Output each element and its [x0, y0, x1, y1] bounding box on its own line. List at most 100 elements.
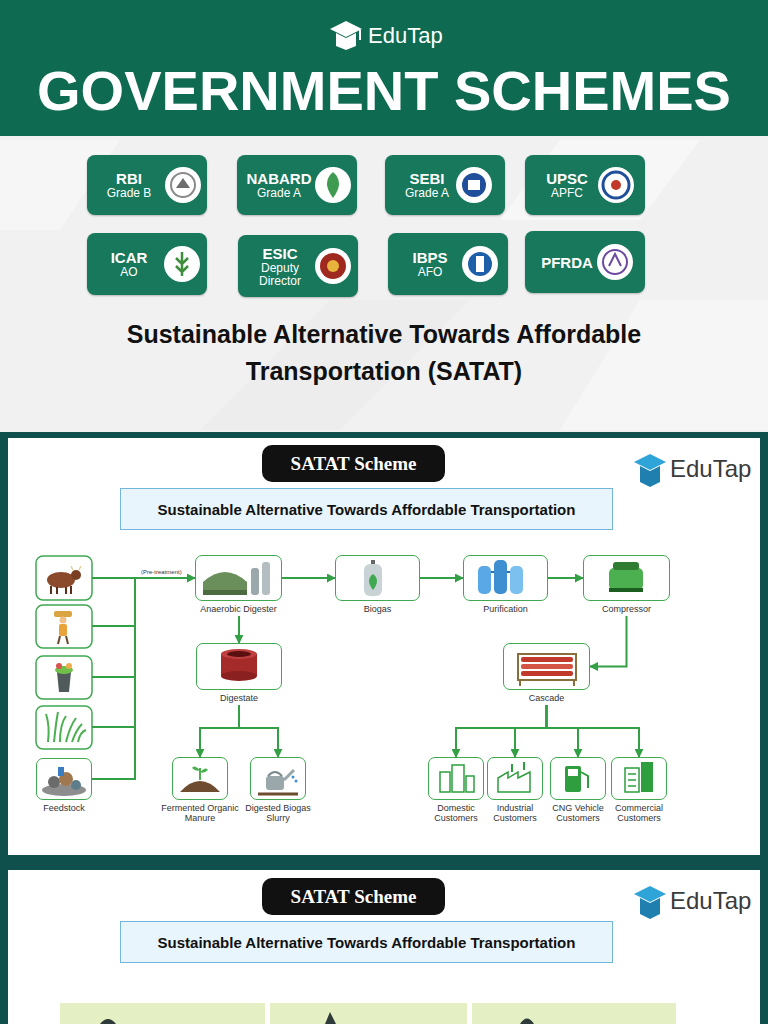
process-box-outline — [550, 757, 606, 800]
flow-arrow — [515, 705, 547, 757]
exam-post: APFC — [551, 187, 583, 200]
slide-logo-icon — [640, 898, 660, 919]
manure-icon — [180, 781, 220, 792]
cropped-info-boxes — [60, 1003, 265, 1024]
farmer-icon — [54, 611, 72, 617]
exam-name: SEBI — [409, 170, 444, 187]
grey-panel — [0, 136, 768, 432]
feedstock-line — [92, 577, 135, 780]
header-logo-icon — [330, 21, 362, 37]
box-text: SATAT Scheme — [291, 453, 417, 475]
compressor-icon — [613, 562, 639, 570]
customer-building-icon — [625, 768, 639, 792]
button-text-column: SEBIGrade A — [389, 155, 465, 215]
button-text-column: IBPSAFO — [392, 233, 468, 295]
process-box-outline — [335, 555, 420, 601]
customer-building-icon — [568, 769, 578, 776]
purification-icon — [494, 560, 507, 594]
process-label: Anaerobic Digester — [189, 604, 289, 614]
organisation-emblem — [603, 250, 627, 274]
feedstock-box — [36, 656, 92, 699]
box-text: Sustainable Alternative Towards Affordab… — [158, 934, 576, 951]
cascade-icon — [521, 671, 573, 676]
header-band — [0, 0, 768, 136]
exam-post: Deputy Director — [242, 262, 318, 288]
process-label: Domestic Customers — [425, 803, 487, 823]
flow-arrow — [547, 705, 579, 757]
process-label: Digested Biogas Slurry — [233, 803, 323, 823]
cascade-icon — [521, 664, 573, 669]
customer-building-icon — [466, 776, 474, 792]
button-text-column: UPSCAPFC — [529, 155, 605, 215]
flow-arrow — [200, 705, 239, 757]
flow-arrow — [282, 577, 335, 579]
flow-arrow — [456, 705, 547, 757]
customer-building-icon — [452, 765, 464, 792]
organisation-emblem — [315, 167, 351, 203]
organisation-emblem — [603, 172, 629, 198]
scheme-title-pill: SATAT Scheme — [262, 878, 445, 915]
exam-name: RBI — [116, 170, 142, 187]
organisation-emblem — [611, 180, 621, 190]
biogas-cylinder-icon — [369, 574, 377, 590]
slurry-icon — [268, 772, 282, 776]
digester-icon — [203, 572, 247, 594]
cropped-info-boxes — [60, 1003, 676, 1024]
customer-building-icon — [440, 762, 653, 792]
grass-icon — [66, 718, 76, 742]
digestate-icon — [221, 649, 257, 659]
organisation-emblem — [320, 253, 346, 279]
customer-building-icon — [641, 762, 653, 792]
organisation-emblem — [468, 180, 480, 190]
exam-button: IBPSAFO — [388, 233, 508, 295]
organisation-emblem — [476, 256, 484, 272]
feedstock-box — [36, 556, 92, 749]
organisation-emblem — [176, 178, 190, 188]
organisation-emblem — [165, 167, 201, 203]
organisation-emblem — [597, 244, 633, 280]
manure-icon — [199, 768, 201, 780]
organisation-emblem — [327, 172, 339, 198]
process-box-outline — [250, 757, 306, 800]
process-box: Digested Biogas Slurry — [250, 757, 306, 823]
brand-logo-text: EduTap — [368, 23, 443, 49]
purification-icon — [478, 566, 491, 594]
organisation-emblem — [609, 254, 621, 266]
farmer-icon — [59, 624, 67, 636]
process-box-outline — [583, 555, 670, 601]
garbage-icon — [42, 784, 86, 796]
box-text: Sustainable Alternative Towards Affordab… — [158, 501, 576, 518]
cropped-info-boxes — [472, 1003, 676, 1024]
process-label: CNG Vehicle Customers — [547, 803, 609, 823]
waste-bin-icon — [56, 663, 62, 669]
process-label: Biogas — [328, 604, 428, 614]
process-box-outline — [503, 643, 590, 690]
digester-icon — [251, 568, 259, 595]
slide-frame — [0, 432, 768, 1024]
process-label: Commercial Customers — [608, 803, 670, 823]
page-title: GOVERNMENT SCHEMES — [0, 58, 768, 124]
organisation-emblem — [164, 167, 634, 284]
organisation-emblem — [315, 248, 351, 284]
waste-bin-icon — [55, 666, 73, 674]
feedstock-line — [92, 577, 135, 579]
process-box: Fermented Organic Manure — [172, 757, 228, 823]
button-text-column: PFRDA — [529, 231, 605, 293]
cow-icon — [71, 570, 81, 580]
organisation-emblem — [468, 252, 492, 276]
compressor-icon — [609, 562, 643, 592]
organisation-emblem — [176, 252, 188, 276]
exam-post: Grade B — [107, 187, 152, 200]
flow-arrow — [590, 616, 627, 667]
feedstock-line — [92, 625, 135, 627]
slurry-icon — [258, 793, 298, 796]
slurry-icon — [295, 780, 298, 783]
process-label: Industrial Customers — [484, 803, 546, 823]
grass-icon — [78, 730, 86, 742]
header-logo-icon — [359, 30, 361, 40]
grey-panel — [0, 136, 768, 432]
button-text-column: NABARDGrade A — [241, 155, 317, 215]
brand-logo-text: EduTap — [670, 887, 751, 915]
garbage-icon — [59, 772, 73, 786]
